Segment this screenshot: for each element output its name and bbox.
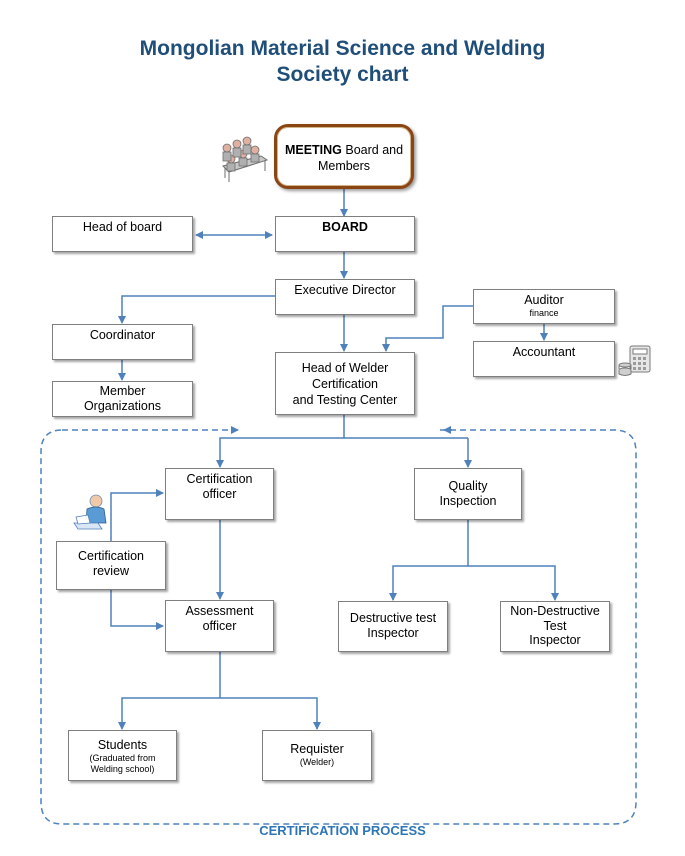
certification-officer-line1: Certification <box>186 472 253 486</box>
coordinator-label: Coordinator <box>89 328 156 342</box>
certification-officer-box: Certification officer <box>165 468 274 520</box>
auditor-title: Auditor <box>524 293 564 307</box>
quality-inspection-box: Quality Inspection <box>414 468 522 520</box>
assessment-officer-box: Assessment officer <box>165 600 274 652</box>
ndt-inspector-line3: Inspector <box>529 633 581 647</box>
certification-review-line1: Certification <box>78 549 144 563</box>
head-welder-line1: Head of Welder <box>301 361 389 375</box>
students-box: Students (Graduated from Welding school) <box>68 730 177 781</box>
students-sub1: (Graduated from <box>89 753 156 763</box>
meeting-subtitle: Board and Members <box>317 143 404 173</box>
students-title: Students <box>97 738 148 752</box>
member-organizations-box: Member Organizations <box>52 381 193 417</box>
quality-inspection-line2: Inspection <box>439 494 497 508</box>
quality-inspection-line1: Quality <box>448 479 488 493</box>
executive-director-box: Executive Director <box>275 279 415 315</box>
requister-subtitle: (Welder) <box>299 757 335 767</box>
person-computer-icon <box>73 494 107 530</box>
head-welder-box: Head of Welder Certification and Testing… <box>275 352 415 415</box>
destructive-inspector-line2: Inspector <box>367 626 419 640</box>
ndt-inspector-line1: Non-Destructive <box>510 604 600 618</box>
destructive-inspector-box: Destructive test Inspector <box>338 601 448 652</box>
certification-review-line2: review <box>92 564 130 578</box>
auditor-subtitle: finance <box>529 308 559 318</box>
requister-box: Requister (Welder) <box>262 730 372 781</box>
assessment-officer-line1: Assessment <box>185 604 254 618</box>
board-box: BOARD <box>275 216 415 252</box>
accountant-box: Accountant <box>473 341 615 377</box>
calculator-icon <box>618 345 651 376</box>
students-sub2: Welding school) <box>90 764 155 774</box>
certification-officer-line2: officer <box>202 487 237 501</box>
destructive-inspector-line1: Destructive test <box>349 611 437 625</box>
chart-title-line1: Mongolian Material Science and Welding <box>139 37 546 60</box>
head-welder-line2: Certification <box>312 377 378 391</box>
head-welder-line3: and Testing Center <box>292 393 398 407</box>
member-organizations-line1: Member <box>99 384 146 398</box>
member-organizations-line2: Organizations <box>83 399 162 413</box>
ndt-inspector-box: Non-Destructive Test Inspector <box>500 601 610 652</box>
head-of-board-box: Head of board <box>52 216 193 252</box>
chart-title-line2: Society chart <box>276 63 409 86</box>
assessment-officer-line2: officer <box>202 619 237 633</box>
head-of-board-label: Head of board <box>82 220 163 234</box>
ndt-inspector-line2: Test <box>543 618 567 633</box>
requister-title: Requister <box>290 742 344 756</box>
meeting-title: MEETING <box>284 143 342 157</box>
accountant-label: Accountant <box>512 345 576 359</box>
meeting-box: MEETING Board and Members <box>274 124 414 189</box>
certification-process-label: CERTIFICATION PROCESS <box>259 823 426 838</box>
board-label: BOARD <box>322 220 368 234</box>
executive-director-label: Executive Director <box>294 283 396 297</box>
auditor-box: Auditor finance <box>473 289 615 324</box>
certification-review-box: Certification review <box>56 541 166 590</box>
chart-title: Mongolian Material Science and Welding S… <box>0 36 685 88</box>
coordinator-box: Coordinator <box>52 324 193 360</box>
meeting-people-icon <box>222 136 269 182</box>
